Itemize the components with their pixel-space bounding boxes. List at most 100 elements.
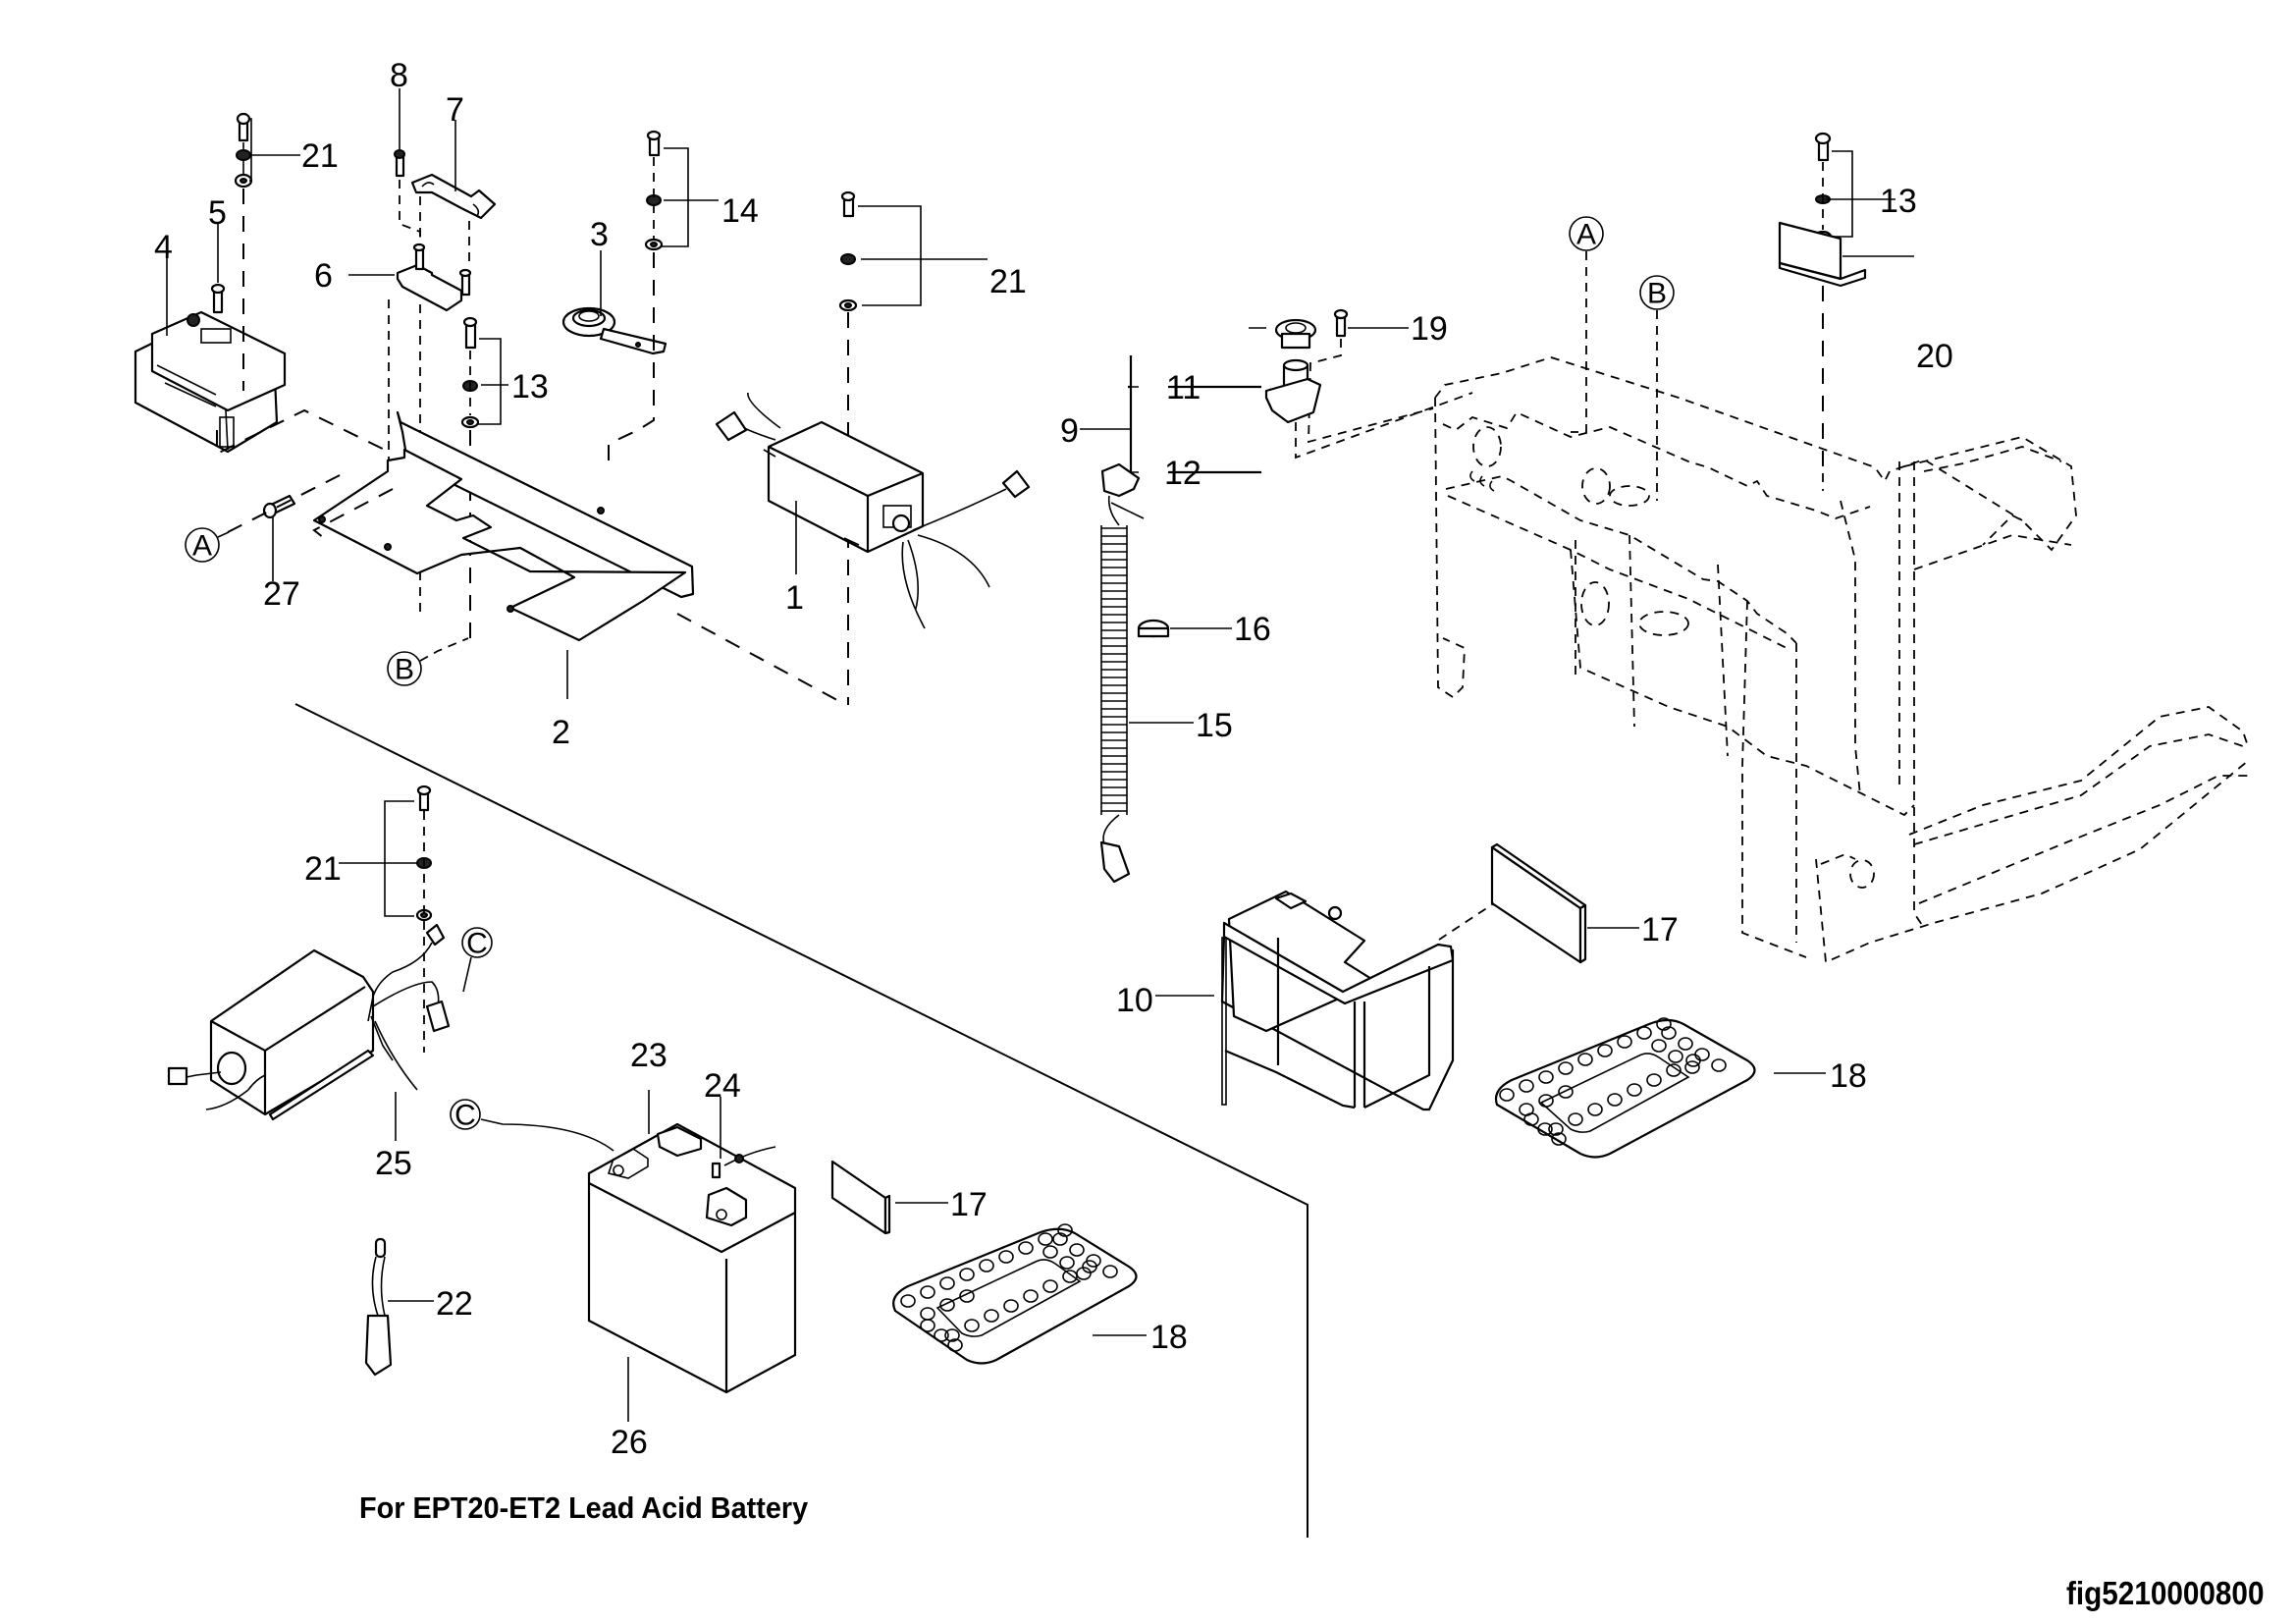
mat-hole — [944, 1328, 960, 1342]
mat-hole — [1038, 1232, 1053, 1246]
charger-unit-1 — [715, 392, 1031, 629]
mat-hole — [1646, 1073, 1662, 1087]
callout-9: 9 — [1060, 412, 1079, 450]
mat-hole — [1711, 1058, 1727, 1072]
grommet-16 — [1137, 619, 1170, 638]
mat-hole — [1597, 1044, 1613, 1057]
callout-14: 14 — [721, 192, 759, 230]
mat-hole — [1523, 1112, 1539, 1126]
callout-22: 22 — [436, 1285, 473, 1323]
mat-hole — [984, 1309, 999, 1323]
callout-18-right: 18 — [1830, 1057, 1867, 1095]
screw-washer-set-21-lower — [415, 785, 433, 922]
screw-washer-set-14 — [644, 130, 664, 251]
mat-hole — [1042, 1245, 1058, 1259]
callout-4: 4 — [154, 229, 173, 266]
callout-1: 1 — [785, 579, 804, 617]
leader-lines — [166, 88, 1266, 724]
callout-15: 15 — [1196, 707, 1233, 744]
callout-20: 20 — [1916, 338, 1953, 375]
ref-marker-a-left: A — [185, 527, 220, 563]
mat-holes-right — [1499, 1017, 1727, 1146]
ref-marker-c-lower: C — [450, 1099, 481, 1132]
ref-marker-c-upper-letter: C — [466, 928, 488, 960]
ref-marker-b-left-letter: B — [395, 654, 414, 686]
callout-13-right: 13 — [1880, 183, 1917, 220]
section-divider-line — [294, 703, 1308, 1538]
callout-12: 12 — [1164, 455, 1201, 492]
pad-17-lower — [830, 1160, 891, 1235]
mat-hole — [1499, 1088, 1515, 1102]
lithium-battery-10 — [1220, 890, 1455, 1111]
mat-hole — [934, 1328, 949, 1342]
screw-19 — [1333, 308, 1349, 338]
ref-marker-a-right-letter: A — [1576, 219, 1596, 251]
callout-21-middle: 21 — [989, 263, 1027, 300]
switch-body-12 — [1264, 358, 1322, 424]
mat-hole — [1538, 1094, 1554, 1108]
callout-21-left: 21 — [301, 137, 339, 175]
mat-hole — [1651, 1039, 1667, 1053]
mat-hole — [1678, 1037, 1693, 1051]
truck-frame-outline — [1434, 356, 2253, 964]
callout-13-left: 13 — [511, 368, 549, 406]
mat-hole — [1057, 1223, 1073, 1237]
screw-washer-set-13-left — [460, 316, 480, 429]
callout-8: 8 — [390, 57, 408, 94]
callout-11: 11 — [1166, 369, 1201, 406]
callout-7: 7 — [446, 91, 464, 129]
mat-hole — [1537, 1122, 1553, 1136]
mat-hole — [1568, 1112, 1583, 1126]
mat-hole — [1003, 1299, 1019, 1313]
base-mat-18-lower — [892, 1223, 1138, 1365]
mat-hole — [939, 1276, 955, 1290]
callout-2: 2 — [552, 714, 570, 751]
mat-hole — [1102, 1265, 1118, 1278]
callout-25: 25 — [375, 1145, 412, 1182]
ref-marker-a-right: A — [1569, 216, 1604, 251]
callout-3: 3 — [590, 216, 609, 253]
screw-washer-set-21-left — [234, 112, 253, 189]
mat-hole — [959, 1268, 975, 1281]
callout-19: 19 — [1411, 310, 1448, 348]
screw-5 — [210, 283, 226, 314]
mat-hole — [1052, 1232, 1068, 1246]
callout-27: 27 — [263, 575, 300, 613]
callout-5: 5 — [208, 194, 227, 232]
mat-hole — [939, 1298, 955, 1312]
mat-hole — [1666, 1063, 1682, 1077]
callout-17-right: 17 — [1641, 911, 1679, 948]
mat-hole — [1668, 1050, 1683, 1063]
ref-marker-b-left: B — [387, 651, 422, 686]
callout-26: 26 — [611, 1424, 648, 1461]
mat-hole — [1059, 1256, 1075, 1270]
mat-hole — [998, 1250, 1014, 1264]
mat-hole — [1519, 1079, 1534, 1093]
mat-hole — [1587, 1103, 1603, 1116]
mat-hole — [979, 1259, 994, 1272]
mat-holes-lower — [900, 1223, 1118, 1352]
mat-hole — [1607, 1093, 1623, 1107]
mat-hole — [1548, 1122, 1564, 1136]
ref-marker-c-upper: C — [461, 927, 493, 960]
mat-hole — [1685, 1054, 1701, 1067]
mat-hole — [1558, 1061, 1574, 1075]
ref-marker-c-lower-letter: C — [454, 1100, 476, 1132]
controller-part — [133, 310, 287, 454]
callout-16: 16 — [1234, 611, 1271, 648]
callout-10: 10 — [1116, 982, 1153, 1019]
lead-acid-battery-26 — [587, 1122, 797, 1394]
ref-marker-a-left-letter: A — [192, 530, 212, 563]
figure-id: fig5210000800 — [2066, 1575, 2265, 1611]
fuse-holder-6 — [396, 243, 472, 312]
callout-23: 23 — [630, 1037, 667, 1074]
screw-washer-set-21-middle — [838, 190, 858, 312]
mat-hole — [1636, 1026, 1652, 1040]
mat-hole — [1023, 1289, 1039, 1303]
mat-hole — [1069, 1243, 1085, 1257]
mat-hole — [947, 1338, 963, 1352]
mat-hole — [920, 1319, 935, 1332]
fuse-7 — [410, 173, 497, 220]
bracket-20 — [1778, 221, 1867, 288]
